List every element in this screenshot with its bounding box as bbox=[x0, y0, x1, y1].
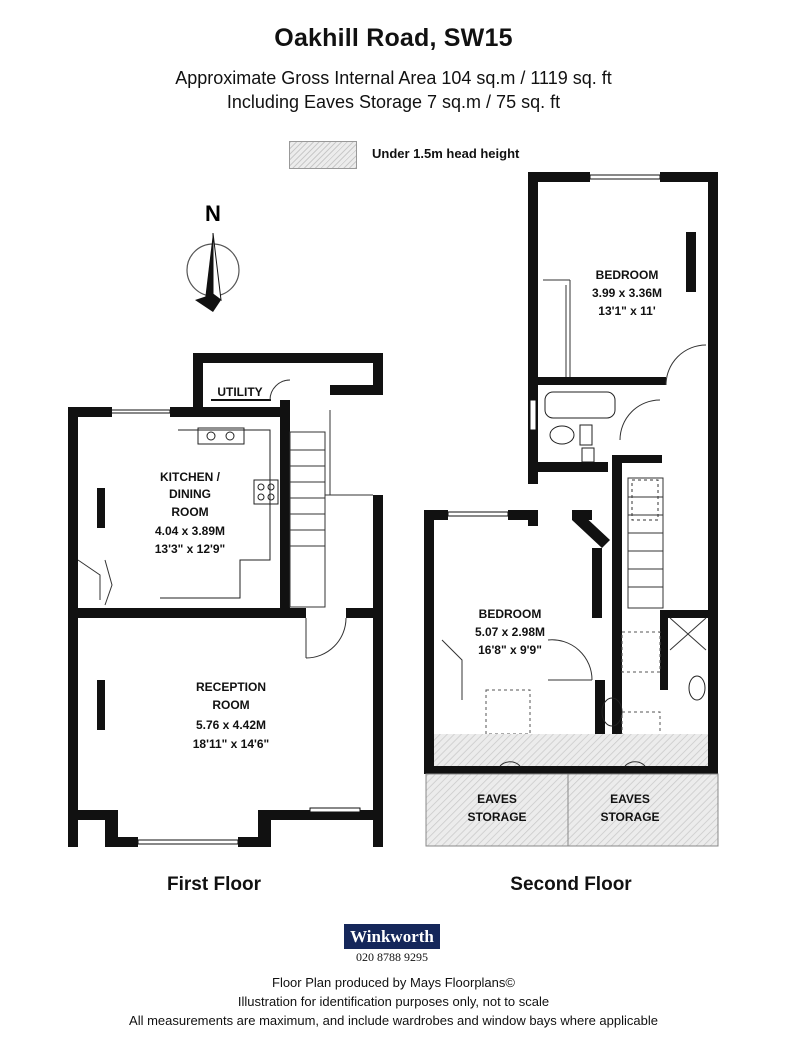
second-floor-plan bbox=[424, 172, 719, 847]
reception-metric: 5.76 x 4.42M bbox=[196, 718, 266, 732]
bedroom-top-label-group: BEDROOM 3.99 x 3.36M 13'1" x 11' bbox=[592, 268, 662, 318]
north-arrow-icon: N bbox=[186, 201, 240, 312]
eaves-left-label-group: EAVES STORAGE bbox=[467, 792, 526, 824]
first-floor-label: First Floor bbox=[167, 874, 261, 895]
plan-title: Oakhill Road, SW15 bbox=[274, 24, 513, 52]
eaves-right-line1: EAVES bbox=[610, 792, 650, 806]
bedroom-left-name: BEDROOM bbox=[479, 607, 542, 621]
utility-label: UTILITY bbox=[217, 385, 262, 399]
bedroom-top-name: BEDROOM bbox=[596, 268, 659, 282]
bedroom-top-metric: 3.99 x 3.36M bbox=[592, 286, 662, 300]
kitchen-metric: 4.04 x 3.89M bbox=[155, 524, 225, 538]
kitchen-imperial: 13'3" x 12'9" bbox=[155, 542, 225, 556]
eaves-area: Including Eaves Storage 7 sq.m / 75 sq. … bbox=[226, 92, 561, 112]
reception-name-1: RECEPTION bbox=[196, 680, 266, 694]
bedroom-left-metric: 5.07 x 2.98M bbox=[475, 625, 545, 639]
legend-hatch-swatch bbox=[289, 141, 357, 169]
winkworth-logo: Winkworth bbox=[344, 924, 440, 949]
gross-area: Approximate Gross Internal Area 104 sq.m… bbox=[175, 68, 612, 88]
kitchen-name-2: DINING bbox=[169, 487, 211, 501]
bedroom-top-imperial: 13'1" x 11' bbox=[598, 304, 656, 318]
eaves-right-line2: STORAGE bbox=[600, 810, 659, 824]
kitchen-name-3: ROOM bbox=[171, 505, 208, 519]
eaves-left-line2: STORAGE bbox=[467, 810, 526, 824]
footer-disclaimer: Illustration for identification purposes… bbox=[237, 994, 550, 1009]
eaves-left-line1: EAVES bbox=[477, 792, 517, 806]
reception-imperial: 18'11" x 14'6" bbox=[193, 737, 269, 751]
agent-phone: 020 8788 9295 bbox=[356, 950, 428, 964]
reception-name-2: ROOM bbox=[212, 698, 249, 712]
footer-producer: Floor Plan produced by Mays Floorplans© bbox=[272, 975, 515, 990]
kitchen-name-1: KITCHEN / bbox=[160, 470, 221, 484]
kitchen-label-group: KITCHEN / DINING ROOM 4.04 x 3.89M 13'3"… bbox=[155, 470, 225, 556]
second-floor-label: Second Floor bbox=[510, 874, 632, 895]
footer-measurements: All measurements are maximum, and includ… bbox=[129, 1013, 658, 1028]
reception-label-group: RECEPTION ROOM 5.76 x 4.42M 18'11" x 14'… bbox=[193, 680, 269, 751]
utility-room bbox=[193, 353, 383, 411]
eaves-right-label-group: EAVES STORAGE bbox=[600, 792, 659, 824]
legend-label: Under 1.5m head height bbox=[372, 146, 520, 161]
bedroom-left-imperial: 16'8" x 9'9" bbox=[478, 643, 542, 657]
compass-letter: N bbox=[205, 201, 221, 226]
bedroom-left-label-group: BEDROOM 5.07 x 2.98M 16'8" x 9'9" bbox=[475, 607, 545, 657]
first-floor-plan bbox=[68, 353, 383, 847]
